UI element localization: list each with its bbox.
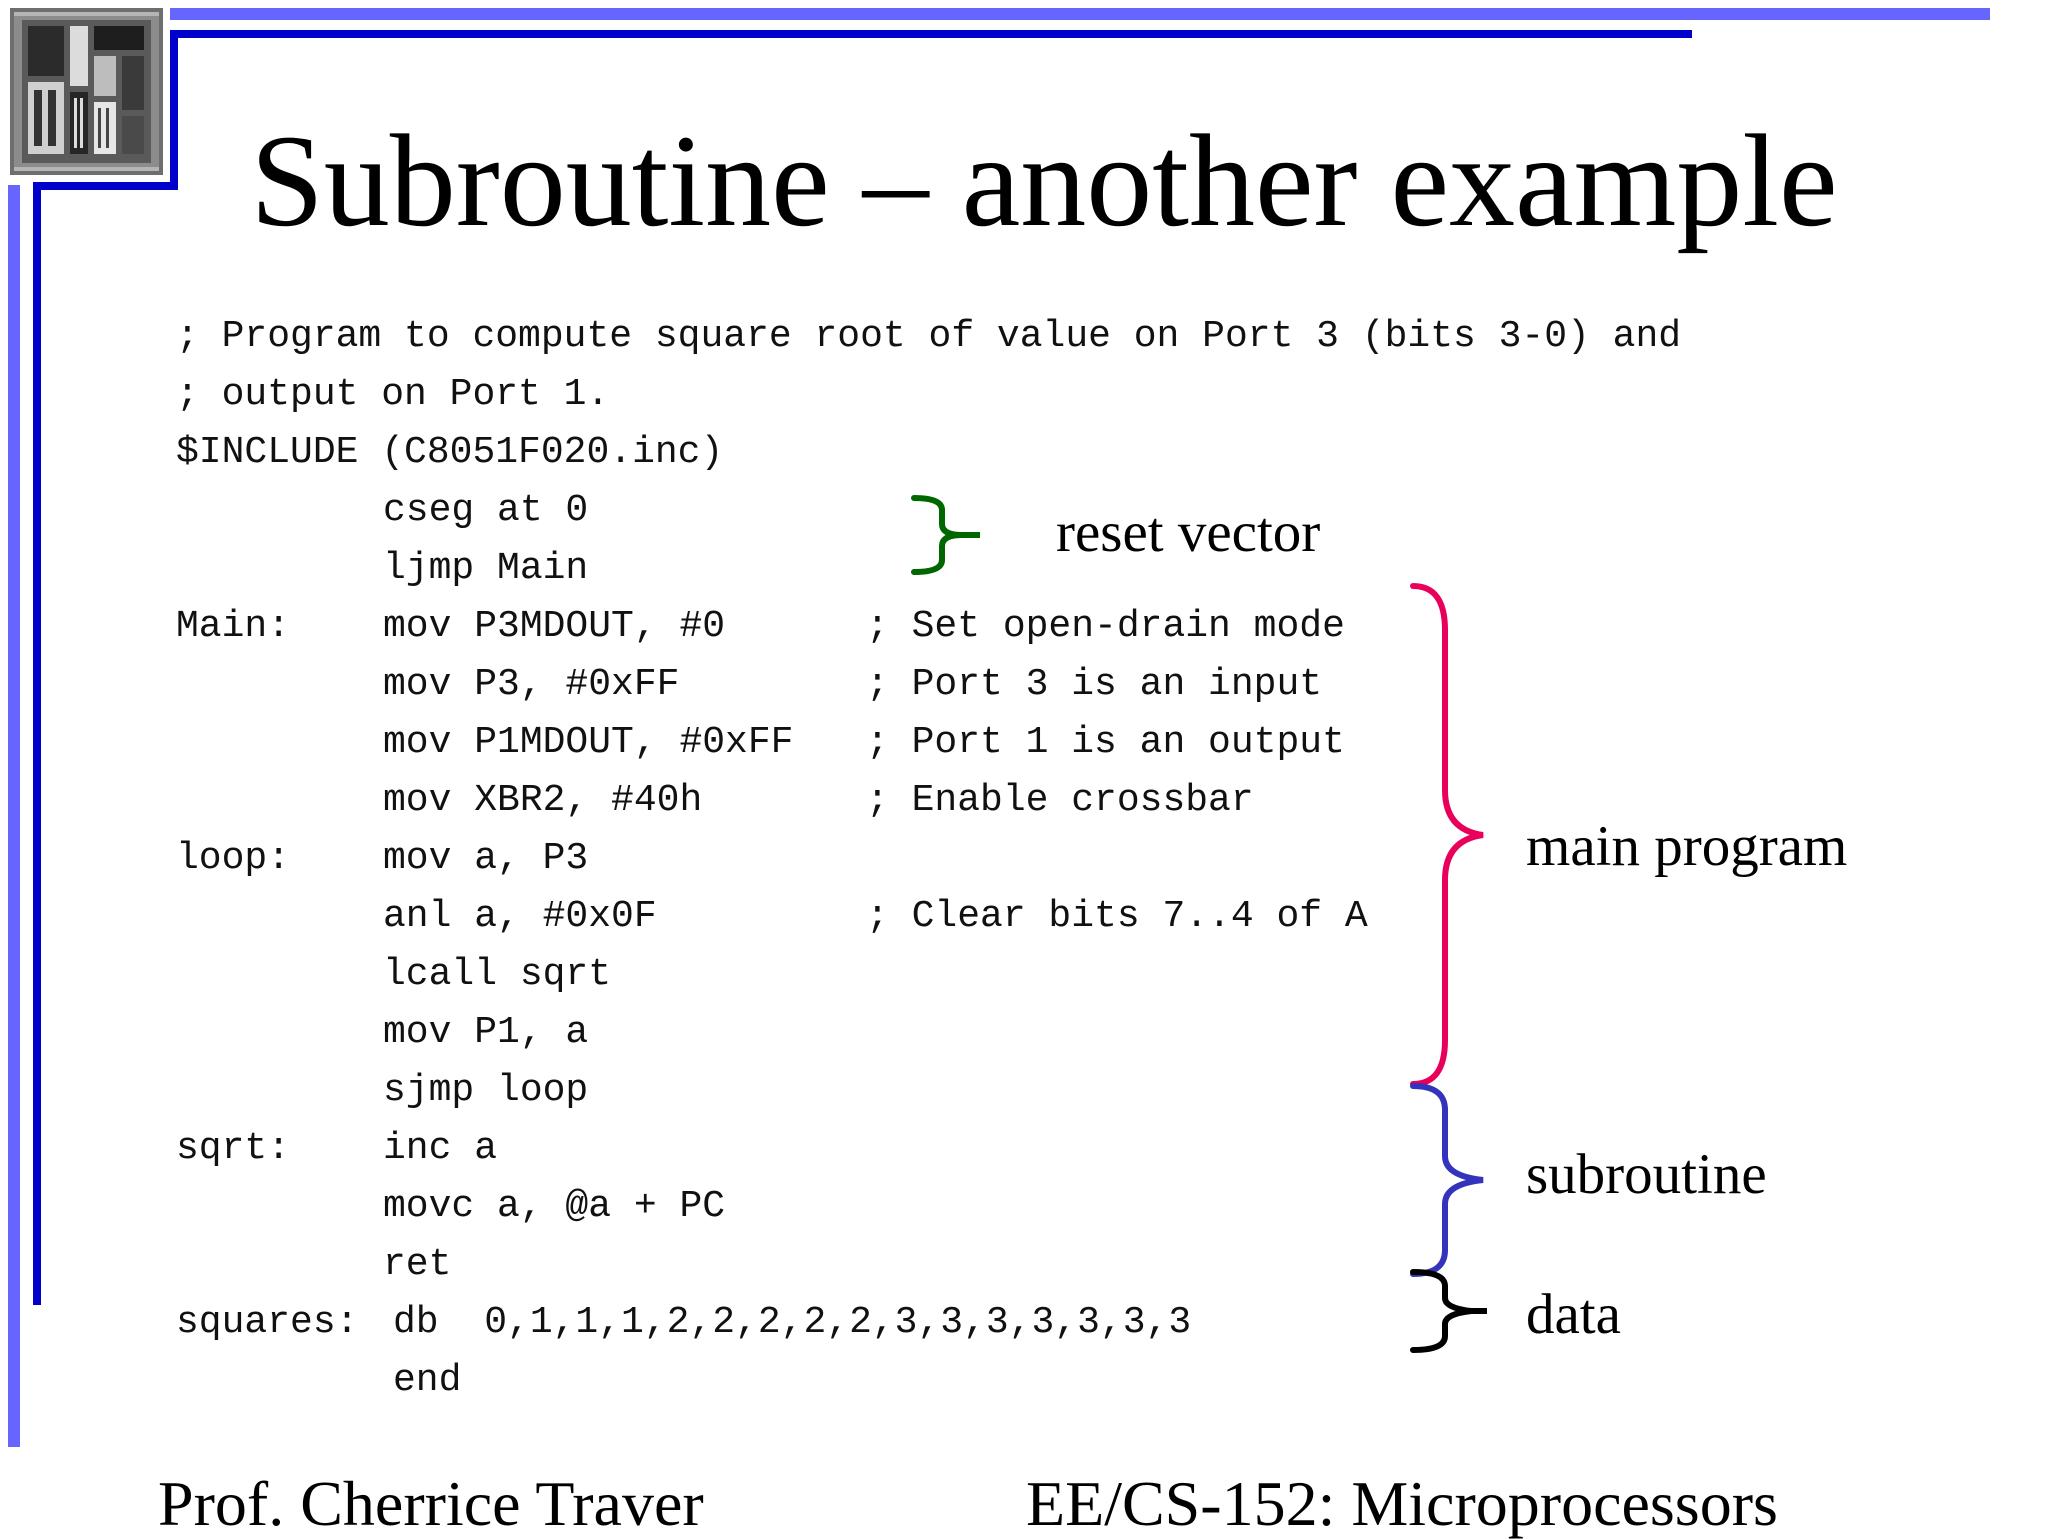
- top-frame-bar-dark: [170, 30, 1692, 38]
- code-instr: inc a: [383, 1127, 498, 1170]
- top-frame-bar-light: [170, 8, 1990, 20]
- code-instr: mov a, P3: [383, 837, 589, 880]
- code-instr: movc a, @a + PC: [383, 1185, 726, 1228]
- code-instr: anl a, #0x0F: [383, 895, 657, 938]
- code-instr: mov P3, #0xFF: [383, 663, 680, 706]
- main-program-brace: [1410, 583, 1484, 1087]
- code-instr: ljmp Main: [383, 547, 589, 590]
- code-comment: ; Port 3 is an input: [866, 663, 1323, 706]
- code-instr: mov P3MDOUT, #0: [383, 605, 726, 648]
- chip-die-image: [10, 8, 163, 175]
- code-include-line: $INCLUDE (C8051F020.inc): [176, 431, 724, 474]
- left-frame-bar-light: [8, 185, 20, 1447]
- code-instr: mov XBR2, #40h: [383, 779, 703, 822]
- reset-vector-brace: [911, 495, 980, 575]
- code-instr: db 0,1,1,1,2,2,2,2,2,3,3,3,3,3,3,3: [393, 1301, 1192, 1344]
- code-label: squares:: [176, 1301, 359, 1344]
- code-instr: cseg at 0: [383, 489, 589, 532]
- code-label: Main:: [176, 605, 291, 648]
- code-instr: end: [393, 1359, 462, 1402]
- data-brace: [1410, 1269, 1487, 1353]
- footer-author: Prof. Cherrice Traver: [158, 1468, 704, 1539]
- subroutine-brace: [1410, 1083, 1484, 1277]
- data-label: data: [1526, 1283, 1621, 1346]
- code-comment-line-1: ; Program to compute square root of valu…: [176, 315, 1682, 358]
- slide-title: Subroutine – another example: [250, 107, 1838, 254]
- code-comment: ; Set open-drain mode: [866, 605, 1345, 648]
- chip-frame-bottom: [33, 182, 178, 190]
- code-instr: ret: [383, 1243, 452, 1286]
- code-comment: ; Port 1 is an output: [866, 721, 1345, 764]
- left-frame-bar-dark: [33, 185, 41, 1305]
- chip-frame-right: [170, 30, 178, 190]
- main-program-label: main program: [1526, 815, 1848, 878]
- reset-vector-label: reset vector: [1056, 501, 1321, 564]
- code-instr: lcall sqrt: [383, 953, 612, 996]
- code-comment: ; Clear bits 7..4 of A: [866, 895, 1368, 938]
- code-instr: mov P1MDOUT, #0xFF: [383, 721, 794, 764]
- code-label: loop:: [176, 837, 291, 880]
- code-label: sqrt:: [176, 1127, 291, 1170]
- code-comment: ; Enable crossbar: [866, 779, 1254, 822]
- code-comment-line-2: ; output on Port 1.: [176, 373, 610, 416]
- footer-course: EE/CS-152: Microprocessors: [1026, 1468, 1778, 1539]
- subroutine-label: subroutine: [1526, 1143, 1767, 1206]
- code-instr: mov P1, a: [383, 1011, 589, 1054]
- code-instr: sjmp loop: [383, 1069, 589, 1112]
